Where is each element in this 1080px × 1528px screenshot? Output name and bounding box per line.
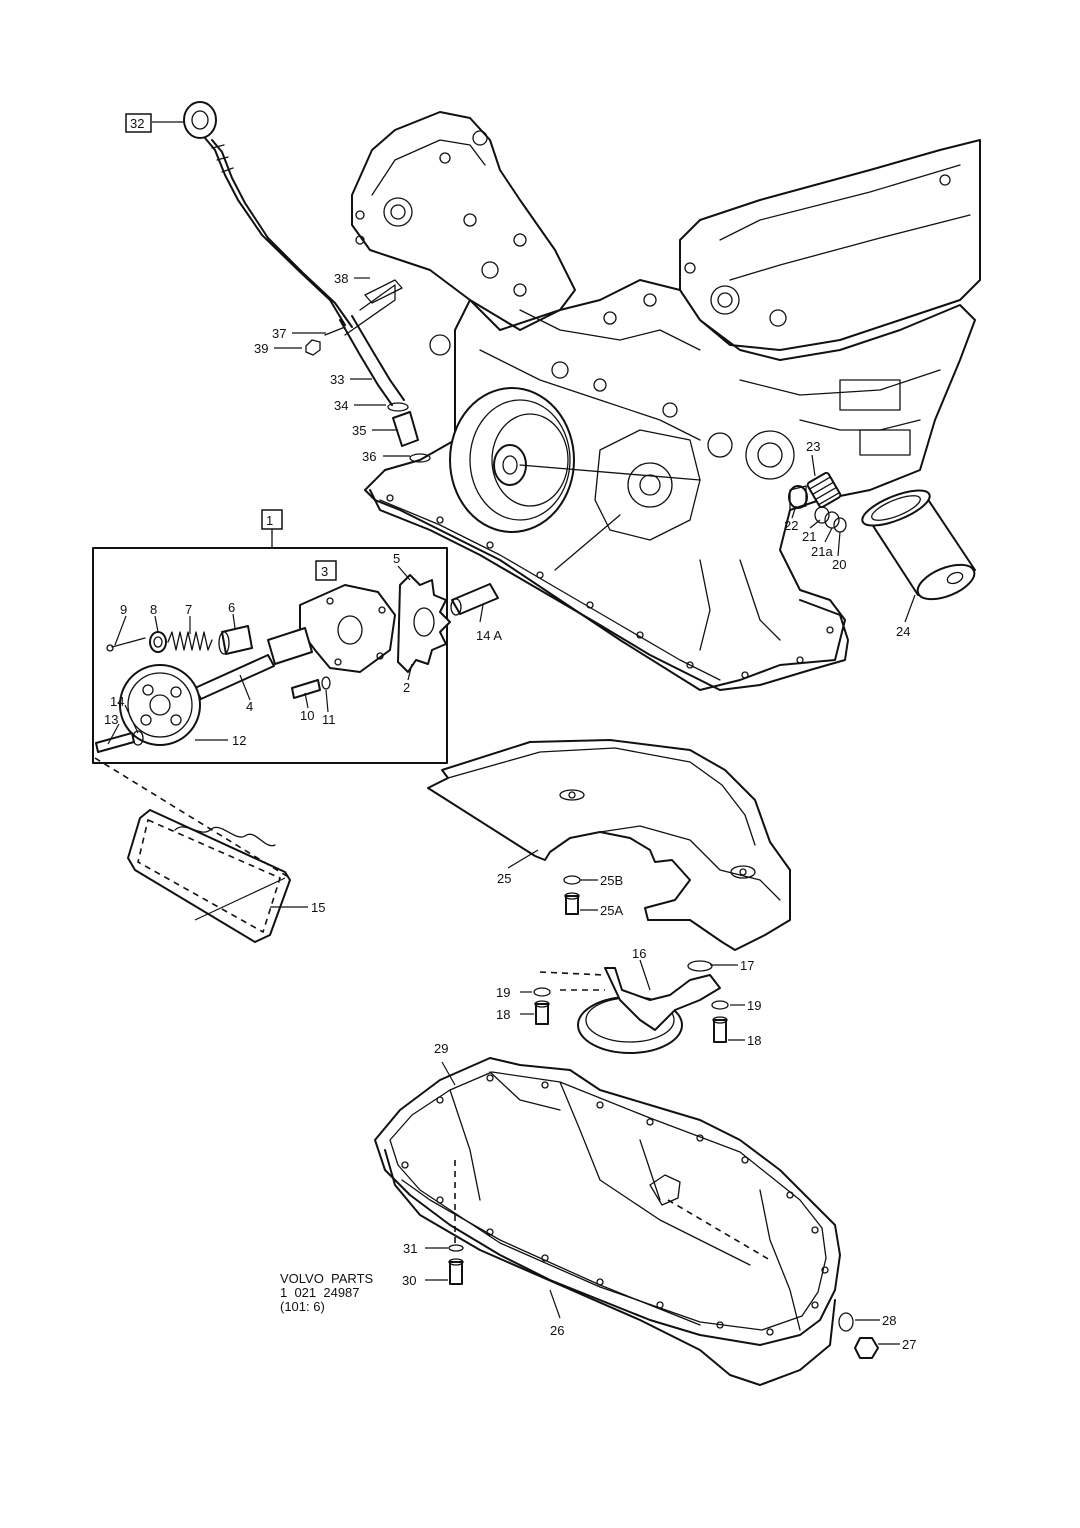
label-25: 25 (497, 871, 511, 886)
label-34: 34 (334, 398, 348, 413)
oil-filter-assembly (788, 471, 976, 601)
label-2: 2 (403, 680, 410, 695)
label-31: 31 (403, 1241, 417, 1256)
label-39: 39 (254, 341, 268, 356)
label-26: 26 (550, 1323, 564, 1338)
label-24: 24 (896, 624, 910, 639)
label-17: 17 (740, 958, 754, 973)
label-32: 32 (130, 116, 144, 131)
part-number: 1 021 24987 (280, 1285, 360, 1300)
label-27: 27 (902, 1337, 916, 1352)
leader-lines (152, 121, 916, 623)
part-labels: 32 1 3 38 37 39 33 34 35 36 23 22 21 21a… (104, 113, 916, 1352)
label-25b: 25B (600, 873, 623, 888)
label-25a: 25A (600, 903, 623, 918)
pump-gear (397, 574, 451, 673)
label-11: 11 (322, 712, 336, 727)
label-4: 4 (246, 699, 253, 714)
label-7: 7 (185, 602, 192, 617)
label-29: 29 (434, 1041, 448, 1056)
label-20: 20 (832, 557, 846, 572)
label-19-left: 19 (496, 985, 510, 1000)
oil-sump (374, 1057, 900, 1386)
label-38: 38 (334, 271, 348, 286)
label-28: 28 (882, 1313, 896, 1328)
label-16: 16 (632, 946, 646, 961)
label-12: 12 (232, 733, 246, 748)
label-14a: 14 A (476, 628, 502, 643)
label-5: 5 (393, 551, 400, 566)
label-3: 3 (321, 564, 328, 579)
parts-reference: VOLVO PARTS 1 021 24987 (101: 6) (280, 1272, 373, 1314)
section-code: (101: 6) (280, 1299, 325, 1314)
label-14: 14 (110, 694, 124, 709)
oil-pump-box (92, 509, 451, 764)
label-13: 13 (104, 712, 118, 727)
label-18-right: 18 (747, 1033, 761, 1048)
brand-line: VOLVO PARTS (280, 1271, 374, 1286)
label-6: 6 (228, 600, 235, 615)
label-35: 35 (352, 423, 366, 438)
label-8: 8 (150, 602, 157, 617)
label-18-left: 18 (496, 1007, 510, 1022)
label-30: 30 (402, 1273, 416, 1288)
label-10: 10 (300, 708, 314, 723)
oil-pickup (520, 959, 745, 1054)
baffle-plate (427, 739, 791, 951)
label-9: 9 (120, 602, 127, 617)
label-21a: 21a (811, 544, 833, 559)
label-21: 21 (802, 529, 816, 544)
label-33: 33 (330, 372, 344, 387)
label-15: 15 (311, 900, 325, 915)
label-1: 1 (266, 513, 273, 528)
label-19-right: 19 (747, 998, 761, 1013)
dipstick-assembly (183, 101, 431, 463)
label-23: 23 (806, 439, 820, 454)
label-22: 22 (784, 518, 798, 533)
pin-14a (450, 583, 499, 623)
label-37: 37 (272, 326, 286, 341)
sprocket (119, 664, 201, 746)
label-36: 36 (362, 449, 376, 464)
timing-chain (94, 757, 308, 943)
